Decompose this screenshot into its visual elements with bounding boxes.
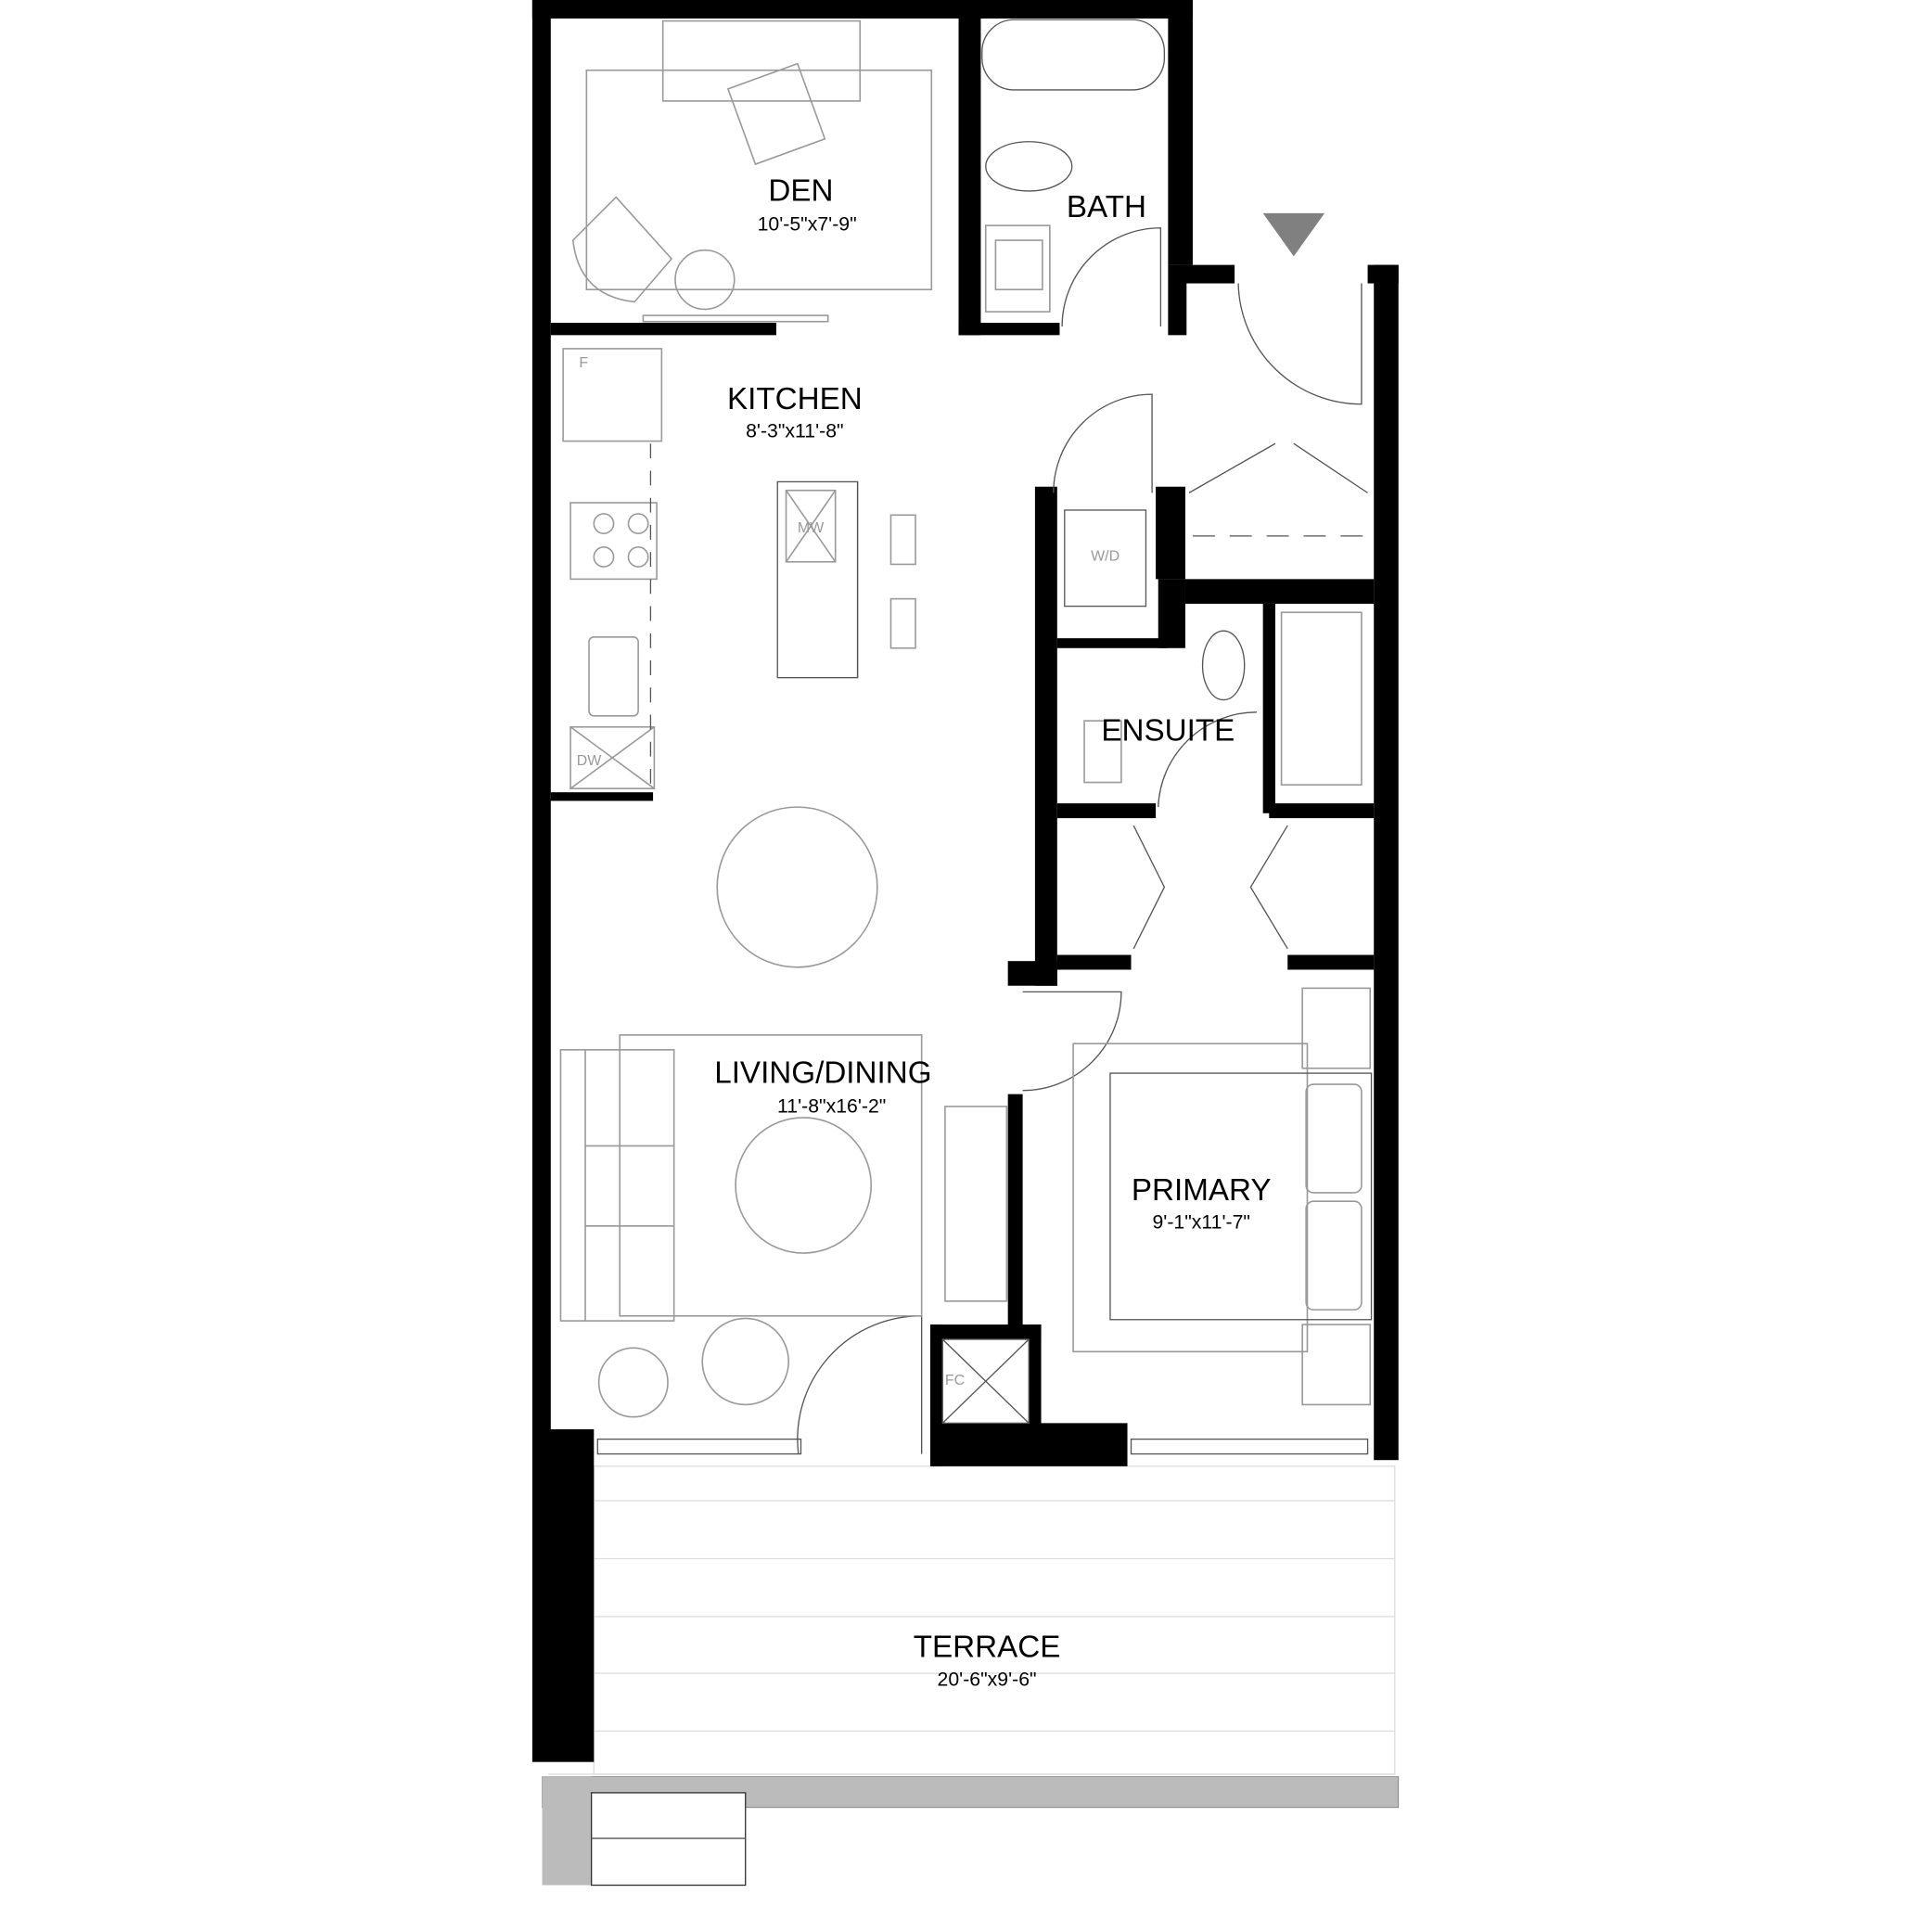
microwave-label: MW xyxy=(798,520,824,536)
kitchen-name: KITCHEN xyxy=(727,382,863,416)
den-furniture xyxy=(571,19,933,323)
windows xyxy=(596,1438,1369,1455)
dishwasher-label: DW xyxy=(577,753,602,769)
bath-name: BATH xyxy=(1067,190,1146,224)
primary-name: PRIMARY xyxy=(1132,1173,1272,1208)
terrace-size: 20'-6"x9'-6" xyxy=(938,1668,1037,1690)
entry-marker-icon xyxy=(1262,212,1325,257)
living-size: 11'-8"x16'-2" xyxy=(777,1095,886,1118)
fan-coil-label: FC xyxy=(945,1373,965,1388)
utility-fixtures xyxy=(1064,509,1371,787)
ensuite-name: ENSUITE xyxy=(1101,713,1235,748)
living-furniture xyxy=(559,806,1373,1425)
primary-size: 9'-1"x11'-7" xyxy=(1152,1210,1249,1233)
terrace-edge-left xyxy=(542,1776,592,1886)
fridge-label: F xyxy=(579,355,588,371)
doors xyxy=(797,227,1368,1454)
washer-dryer-label: W/D xyxy=(1091,548,1120,564)
kitchen-fixtures xyxy=(562,348,916,790)
terrace-name: TERRACE xyxy=(914,1631,1061,1665)
walls xyxy=(531,0,1399,1762)
den-size: 10'-5"x7'-9" xyxy=(758,212,857,235)
den-name: DEN xyxy=(768,174,833,209)
bath-fixtures xyxy=(981,19,1166,313)
living-name: LIVING/DINING xyxy=(714,1056,931,1091)
kitchen-size: 8'-3"x11'-8" xyxy=(746,420,844,442)
terrace-tiles xyxy=(548,1465,1396,1775)
